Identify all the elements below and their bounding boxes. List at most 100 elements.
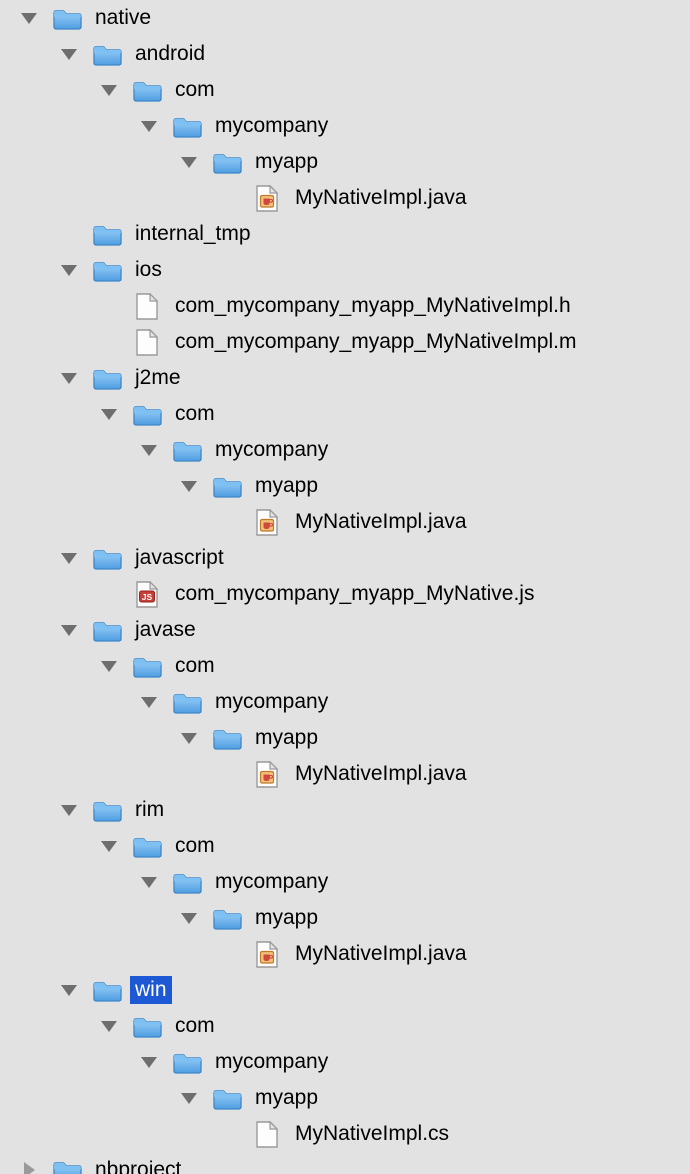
node-label[interactable]: com [175, 834, 215, 857]
blue-folder-icon [212, 903, 242, 933]
disclosure-triangle-expanded[interactable] [96, 1008, 122, 1044]
svg-text:JS: JS [142, 591, 153, 601]
node-label[interactable]: myapp [255, 906, 319, 929]
node-label[interactable]: mycompany [215, 438, 329, 461]
tree-row[interactable]: com [0, 72, 690, 108]
node-label[interactable]: myapp [255, 474, 319, 497]
tree-row[interactable]: MyNativeImpl.java [0, 756, 690, 792]
disclosure-triangle-expanded[interactable] [96, 648, 122, 684]
java-source-file-icon [252, 759, 282, 789]
node-label[interactable]: nbproject [95, 1158, 182, 1174]
node-label[interactable]: com_mycompany_myapp_MyNative.js [175, 582, 535, 605]
tree-row[interactable]: myapp [0, 900, 690, 936]
tree-row[interactable]: myapp [0, 468, 690, 504]
tree-row[interactable]: com [0, 648, 690, 684]
disclosure-triangle-expanded[interactable] [136, 1044, 162, 1080]
disclosure-triangle-expanded[interactable] [56, 972, 82, 1008]
node-label[interactable]: MyNativeImpl.cs [295, 1122, 450, 1145]
node-label[interactable]: internal_tmp [135, 222, 251, 245]
disclosure-triangle-collapsed[interactable] [16, 1152, 42, 1174]
node-label[interactable]: rim [135, 798, 165, 821]
disclosure-triangle-expanded[interactable] [96, 72, 122, 108]
tree-row[interactable]: mycompany [0, 684, 690, 720]
disclosure-triangle-expanded[interactable] [176, 1080, 202, 1116]
tree-row[interactable]: MyNativeImpl.cs [0, 1116, 690, 1152]
node-label[interactable]: com_mycompany_myapp_MyNativeImpl.m [175, 330, 577, 353]
blue-folder-icon [132, 831, 162, 861]
tree-row[interactable]: ios [0, 252, 690, 288]
node-label[interactable]: javascript [135, 546, 224, 569]
tree-row[interactable]: mycompany [0, 108, 690, 144]
tree-row[interactable]: mycompany [0, 432, 690, 468]
disclosure-triangle-expanded[interactable] [176, 468, 202, 504]
tree-row[interactable]: android [0, 36, 690, 72]
tree-row[interactable]: myapp [0, 144, 690, 180]
blue-folder-icon [132, 651, 162, 681]
tree-row[interactable]: MyNativeImpl.java [0, 504, 690, 540]
blue-folder-icon [212, 723, 242, 753]
disclosure-triangle-expanded[interactable] [16, 0, 42, 36]
tree-row[interactable]: javascript [0, 540, 690, 576]
tree-row[interactable]: nbproject [0, 1152, 690, 1174]
node-label[interactable]: com [175, 402, 215, 425]
disclosure-triangle-expanded[interactable] [136, 864, 162, 900]
tree-row[interactable]: myapp [0, 1080, 690, 1116]
node-label[interactable]: com [175, 1014, 215, 1037]
tree-row[interactable]: MyNativeImpl.java [0, 180, 690, 216]
tree-row[interactable]: mycompany [0, 1044, 690, 1080]
disclosure-triangle-expanded[interactable] [56, 360, 82, 396]
tree-row[interactable]: javase [0, 612, 690, 648]
tree-row[interactable]: myapp [0, 720, 690, 756]
node-label[interactable]: native [95, 6, 152, 29]
disclosure-triangle-expanded[interactable] [56, 792, 82, 828]
tree-row[interactable]: internal_tmp [0, 216, 690, 252]
node-label[interactable]: MyNativeImpl.java [295, 942, 467, 965]
disclosure-triangle-expanded[interactable] [96, 396, 122, 432]
node-label[interactable]: mycompany [215, 1050, 329, 1073]
node-label[interactable]: win [130, 976, 172, 1004]
node-label[interactable]: MyNativeImpl.java [295, 762, 467, 785]
node-label[interactable]: myapp [255, 1086, 319, 1109]
node-label[interactable]: MyNativeImpl.java [295, 186, 467, 209]
tree-row[interactable]: j2me [0, 360, 690, 396]
tree-row-selected[interactable]: win [0, 972, 690, 1008]
blue-folder-icon [132, 75, 162, 105]
disclosure-triangle-expanded[interactable] [56, 540, 82, 576]
disclosure-triangle-expanded[interactable] [56, 252, 82, 288]
node-label[interactable]: mycompany [215, 690, 329, 713]
node-label[interactable]: mycompany [215, 114, 329, 137]
node-label[interactable]: com_mycompany_myapp_MyNativeImpl.h [175, 294, 571, 317]
disclosure-triangle-expanded[interactable] [96, 828, 122, 864]
node-label[interactable]: myapp [255, 726, 319, 749]
disclosure-triangle-expanded[interactable] [176, 144, 202, 180]
disclosure-triangle-expanded[interactable] [136, 108, 162, 144]
node-label[interactable]: mycompany [215, 870, 329, 893]
tree-row[interactable]: com [0, 828, 690, 864]
node-label[interactable]: MyNativeImpl.java [295, 510, 467, 533]
node-label[interactable]: com [175, 654, 215, 677]
tree-row[interactable]: native [0, 0, 690, 36]
disclosure-triangle-expanded[interactable] [176, 720, 202, 756]
tree-row[interactable]: MyNativeImpl.java [0, 936, 690, 972]
tree-row[interactable]: com_mycompany_myapp_MyNativeImpl.h [0, 288, 690, 324]
tree-row[interactable]: com [0, 1008, 690, 1044]
tree-row[interactable]: com_mycompany_myapp_MyNativeImpl.m [0, 324, 690, 360]
disclosure-triangle-expanded[interactable] [136, 684, 162, 720]
node-label[interactable]: ios [135, 258, 162, 281]
tree-row[interactable]: mycompany [0, 864, 690, 900]
disclosure-triangle-expanded[interactable] [136, 432, 162, 468]
tree-row[interactable]: rim [0, 792, 690, 828]
node-label[interactable]: j2me [135, 366, 181, 389]
blue-folder-icon [52, 1155, 82, 1174]
disclosure-triangle-expanded[interactable] [176, 900, 202, 936]
disclosure-triangle-expanded[interactable] [56, 612, 82, 648]
node-label[interactable]: com [175, 78, 215, 101]
node-label[interactable]: android [135, 42, 206, 65]
disclosure-triangle-expanded[interactable] [56, 36, 82, 72]
javascript-file-icon: JS [132, 579, 162, 609]
node-label[interactable]: javase [135, 618, 196, 641]
tree-row[interactable]: com [0, 396, 690, 432]
blue-folder-icon [172, 435, 202, 465]
tree-row[interactable]: JS com_mycompany_myapp_MyNative.js [0, 576, 690, 612]
node-label[interactable]: myapp [255, 150, 319, 173]
